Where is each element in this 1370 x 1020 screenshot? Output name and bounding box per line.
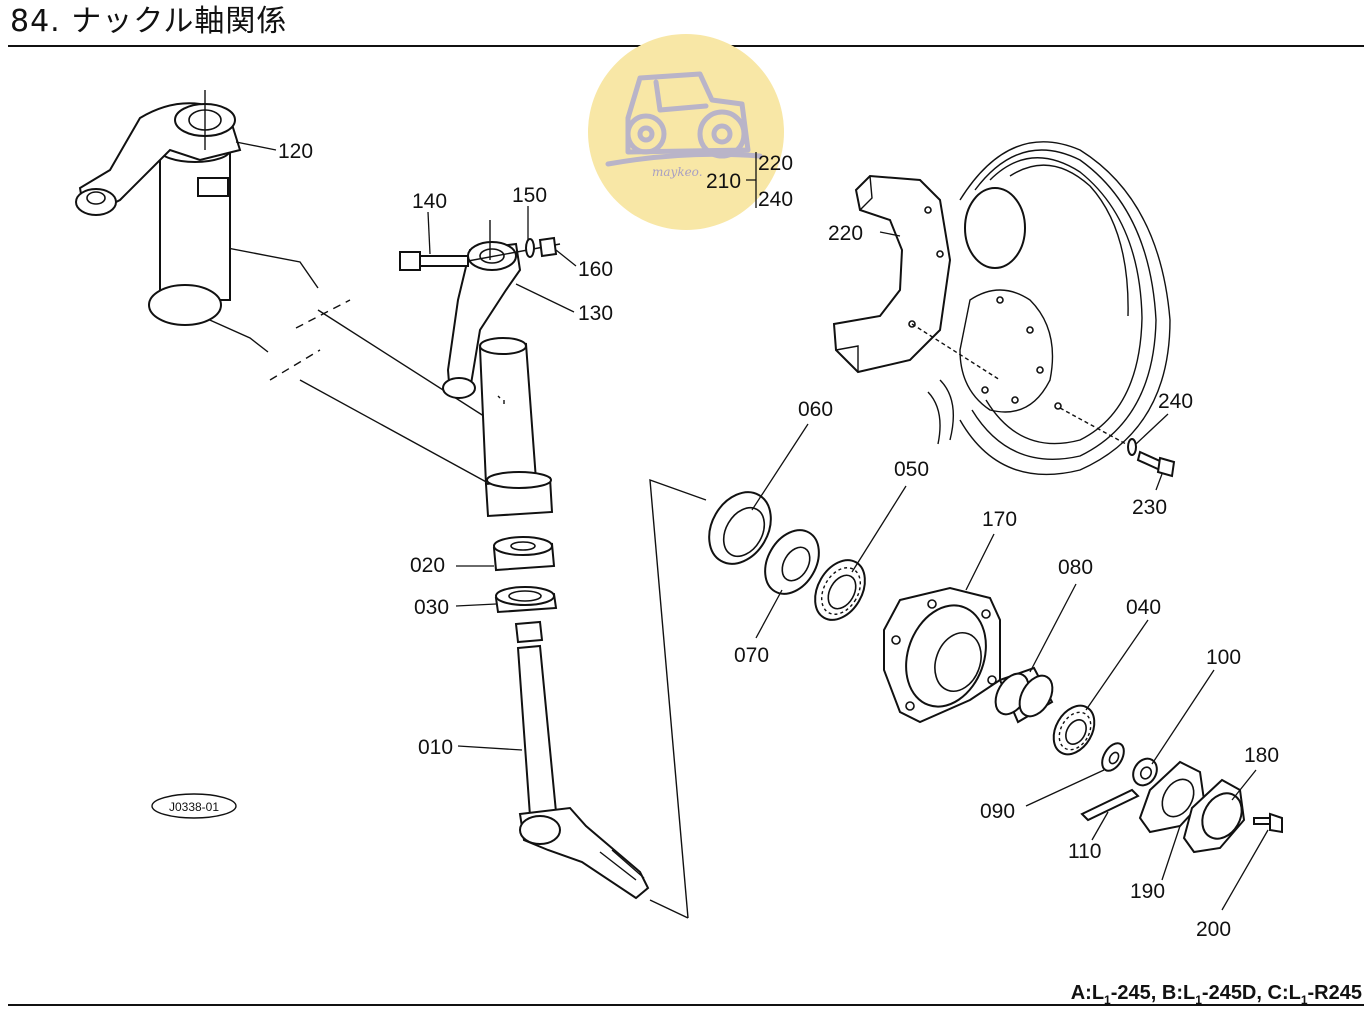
model-a-value: -245,	[1110, 982, 1157, 1004]
watermark-text: maykeo.	[652, 165, 703, 179]
label-part-050: 050	[894, 458, 929, 481]
hub-part-170	[883, 586, 1001, 724]
model-c-prefix: C:L	[1267, 982, 1301, 1004]
diagram-code: J0338-01	[169, 800, 219, 814]
collar-part-070	[764, 529, 820, 595]
tractor-icon	[605, 71, 763, 167]
model-b-sub: 1	[1195, 993, 1202, 1007]
model-applicability-footer: A:L1-245, B:L1-245D, C:L1-R245	[1071, 982, 1362, 1007]
label-part-100: 100	[1206, 646, 1241, 669]
label-part-240: 240	[1158, 390, 1193, 413]
label-part-170: 170	[982, 508, 1017, 531]
label-part-070: 070	[734, 644, 769, 667]
leader-lines	[235, 141, 1269, 911]
footer-divider	[8, 1004, 1364, 1006]
label-part-110: 110	[1068, 840, 1101, 863]
washer-part-090	[1101, 742, 1125, 772]
label-part-220: 220	[828, 222, 863, 245]
label-part-150: 150	[512, 184, 547, 207]
model-c-value: -R245	[1307, 982, 1362, 1004]
model-a-sub: 1	[1104, 993, 1111, 1007]
label-part-180: 180	[1244, 744, 1279, 767]
page-title: 84. ナックル軸関係	[10, 4, 288, 39]
watermark: maykeo.	[588, 34, 784, 230]
label-part-010: 010	[418, 736, 453, 759]
label-part-240-set: 240	[758, 188, 793, 211]
bolt-part-200	[1253, 812, 1283, 834]
knuckle-arm-part-130	[399, 220, 561, 399]
label-part-220-set: 220	[758, 152, 793, 175]
label-part-140: 140	[412, 190, 447, 213]
label-part-210: 210	[706, 170, 741, 193]
bolt-part-140-shank	[419, 255, 469, 267]
bolt-part-230	[1059, 407, 1176, 478]
split-pin-part-110	[1080, 788, 1140, 822]
knuckle-housing	[478, 337, 554, 518]
label-part-200: 200	[1196, 918, 1231, 941]
washer-part-240	[1127, 438, 1137, 456]
label-part-020: 020	[410, 554, 445, 577]
label-part-080: 080	[1058, 556, 1093, 579]
model-b-prefix: B:L	[1161, 982, 1196, 1004]
bearing-part-040	[1052, 704, 1096, 756]
oil-seal-part-060	[708, 491, 772, 565]
collar-part-080	[994, 666, 1054, 724]
nut-part-160	[538, 236, 558, 258]
hub-cap-part-180	[1182, 778, 1246, 854]
label-part-230: 230	[1132, 496, 1167, 519]
assembly-bracket-line	[649, 478, 707, 919]
label-part-060: 060	[798, 398, 833, 421]
model-b-value: -245D,	[1201, 982, 1262, 1004]
thrust-bearing-part-020	[492, 536, 556, 572]
bearing-part-050	[814, 559, 866, 621]
diagram-code-badge: J0338-01	[151, 793, 237, 819]
castle-nut-part-100	[1132, 757, 1158, 787]
knuckle-shaft-part-010	[514, 620, 650, 900]
seal-part-030	[494, 586, 558, 614]
washer-part-150	[525, 238, 535, 258]
model-a-prefix: A:L	[1070, 982, 1105, 1004]
label-part-120: 120	[278, 140, 313, 163]
bolt-part-140-head	[399, 251, 421, 271]
label-part-190: 190	[1130, 880, 1165, 903]
watermark-circle	[588, 34, 784, 230]
label-part-040: 040	[1126, 596, 1161, 619]
label-part-130: 130	[578, 302, 613, 325]
label-part-090: 090	[980, 800, 1015, 823]
part-labels: 120 140 150 160 130 020 030 010 060 050 …	[278, 140, 1279, 941]
model-c-sub: 1	[1300, 993, 1308, 1007]
label-part-030: 030	[414, 596, 449, 619]
label-part-160: 160	[578, 258, 613, 281]
steering-arm-part-120	[75, 90, 242, 326]
wheel-disc	[927, 141, 1171, 476]
